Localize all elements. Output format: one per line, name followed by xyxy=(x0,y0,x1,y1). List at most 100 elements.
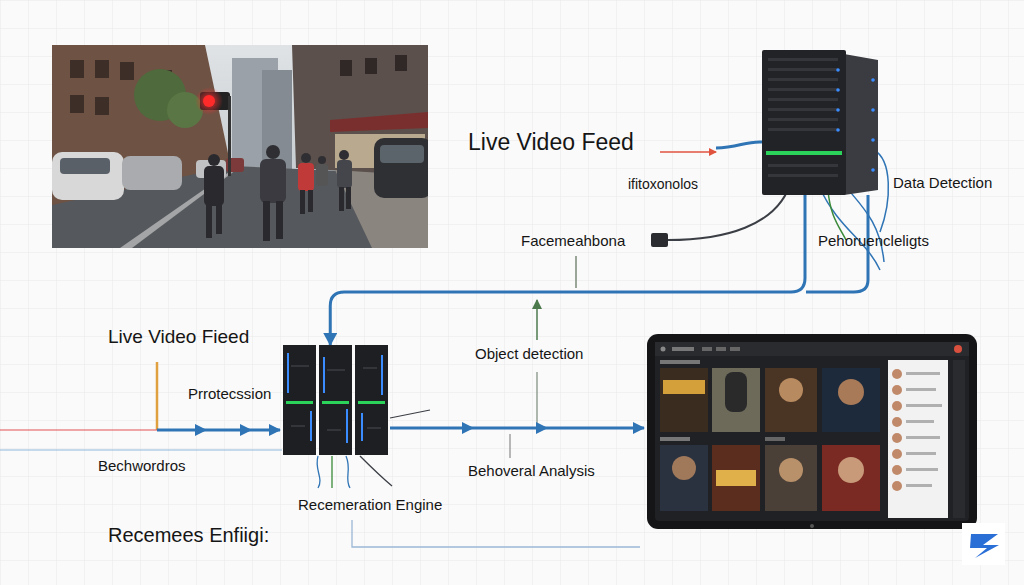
server-tower: Data Detection xyxy=(760,50,880,195)
street-photo-part xyxy=(216,204,222,234)
street-photo-part xyxy=(365,58,377,74)
server-tower-part-part xyxy=(844,54,878,195)
tablet-part xyxy=(779,378,803,402)
garbled-label: Pehoruencleligts xyxy=(818,232,929,249)
street-photo-part xyxy=(120,62,134,80)
input-line xyxy=(156,362,159,430)
street-photo-part xyxy=(308,190,313,212)
server-rack-part-part xyxy=(358,401,385,404)
server-rack-part-part xyxy=(327,369,345,371)
tablet-part xyxy=(888,360,948,518)
tablet-part-part xyxy=(906,372,940,375)
cable xyxy=(346,456,350,488)
street-photo-part xyxy=(70,60,84,78)
street-photo-part xyxy=(122,156,182,190)
server-rack-part-part xyxy=(323,357,325,393)
street-photo xyxy=(52,45,428,248)
tablet-part xyxy=(716,347,726,351)
tablet-part xyxy=(660,360,700,364)
server-tower-part-part xyxy=(836,128,840,132)
tablet-part xyxy=(838,457,864,483)
input-line xyxy=(0,449,282,450)
arrow-tick xyxy=(195,424,207,436)
connector-plug xyxy=(651,233,668,247)
server-tower-part-part xyxy=(768,88,838,91)
street-photo-part xyxy=(340,60,352,76)
tablet-part xyxy=(725,372,747,412)
tablet-part xyxy=(822,368,880,432)
street-photo-part xyxy=(262,70,292,170)
tablet-part xyxy=(906,372,942,487)
server-tower-part-part xyxy=(836,88,840,92)
tablet-part-part xyxy=(906,388,936,391)
street-photo-part xyxy=(301,153,311,163)
street-photo-part xyxy=(60,158,110,174)
cable xyxy=(317,456,320,488)
tablet-part xyxy=(765,368,817,432)
street-photo-part xyxy=(95,97,109,115)
tablet-part-part xyxy=(892,401,902,411)
tablet xyxy=(647,334,977,529)
leader-line xyxy=(536,372,537,424)
tablet-part-part xyxy=(906,484,932,487)
street-photo-part xyxy=(52,45,428,248)
server-tower-part-part xyxy=(766,151,842,155)
street-photo-part xyxy=(330,112,428,132)
feed-title: Live Video Feed xyxy=(468,129,634,155)
server-rack-part-part xyxy=(363,367,377,369)
street-photo-part xyxy=(95,60,109,78)
tablet-part xyxy=(660,437,690,441)
tablet-part-part xyxy=(892,481,902,491)
server-rack-part-part xyxy=(310,411,312,441)
server-rack-part-part xyxy=(287,353,289,393)
street-photo-part xyxy=(339,150,349,160)
tablet-part xyxy=(810,524,814,528)
street-photo-part xyxy=(339,187,344,211)
arrow-tick xyxy=(536,422,548,434)
server-tower-part-part xyxy=(768,128,838,131)
connector xyxy=(330,195,805,345)
street-photo-part xyxy=(292,45,428,178)
tablet-part xyxy=(661,347,666,352)
street-photo-part xyxy=(266,145,280,159)
tablet-part xyxy=(953,360,965,518)
street-photo-part xyxy=(374,138,428,198)
cable xyxy=(820,188,880,270)
server-rack-part-part xyxy=(286,401,313,404)
street-photo-part xyxy=(52,45,232,210)
tablet-part-part xyxy=(906,436,940,439)
input-arrow xyxy=(157,429,280,432)
tablet-part-part xyxy=(892,385,902,395)
up-arrow xyxy=(536,300,538,340)
server-rack-part-part xyxy=(355,345,388,455)
logo-part xyxy=(970,534,999,558)
leader-line xyxy=(575,256,577,288)
node-label: Data Detection xyxy=(893,174,992,191)
cable xyxy=(390,410,430,418)
tablet-part xyxy=(660,445,708,511)
server-tower-part-part xyxy=(768,118,838,121)
tablet-part-part xyxy=(892,449,902,459)
street-photo-part xyxy=(70,95,84,113)
tablet-part xyxy=(892,369,902,491)
street-photo-part xyxy=(208,154,220,166)
arrow-tick xyxy=(462,422,474,434)
street-photo-part xyxy=(380,145,424,163)
tablet-part xyxy=(712,368,760,432)
tablet-part xyxy=(730,347,740,351)
garbled-label: Facemeahbona xyxy=(521,232,625,249)
server-rack-part-part xyxy=(346,409,348,443)
server-tower-part-part xyxy=(871,168,875,172)
server-rack-part-part xyxy=(322,401,349,404)
tablet-part-part xyxy=(906,420,934,423)
server-tower-part-part xyxy=(768,58,838,61)
street-photo-part xyxy=(203,95,215,107)
tablet-part xyxy=(702,347,712,351)
feed-label: Live Video Fieed xyxy=(108,326,249,348)
tablet-part xyxy=(663,380,705,394)
server-rack-part-part xyxy=(367,427,381,429)
tablet-part-part xyxy=(906,468,938,471)
server-tower-part-part xyxy=(762,50,846,195)
garbled-label: ifitoxonolos xyxy=(628,176,698,192)
tablet-part-part xyxy=(892,369,902,379)
